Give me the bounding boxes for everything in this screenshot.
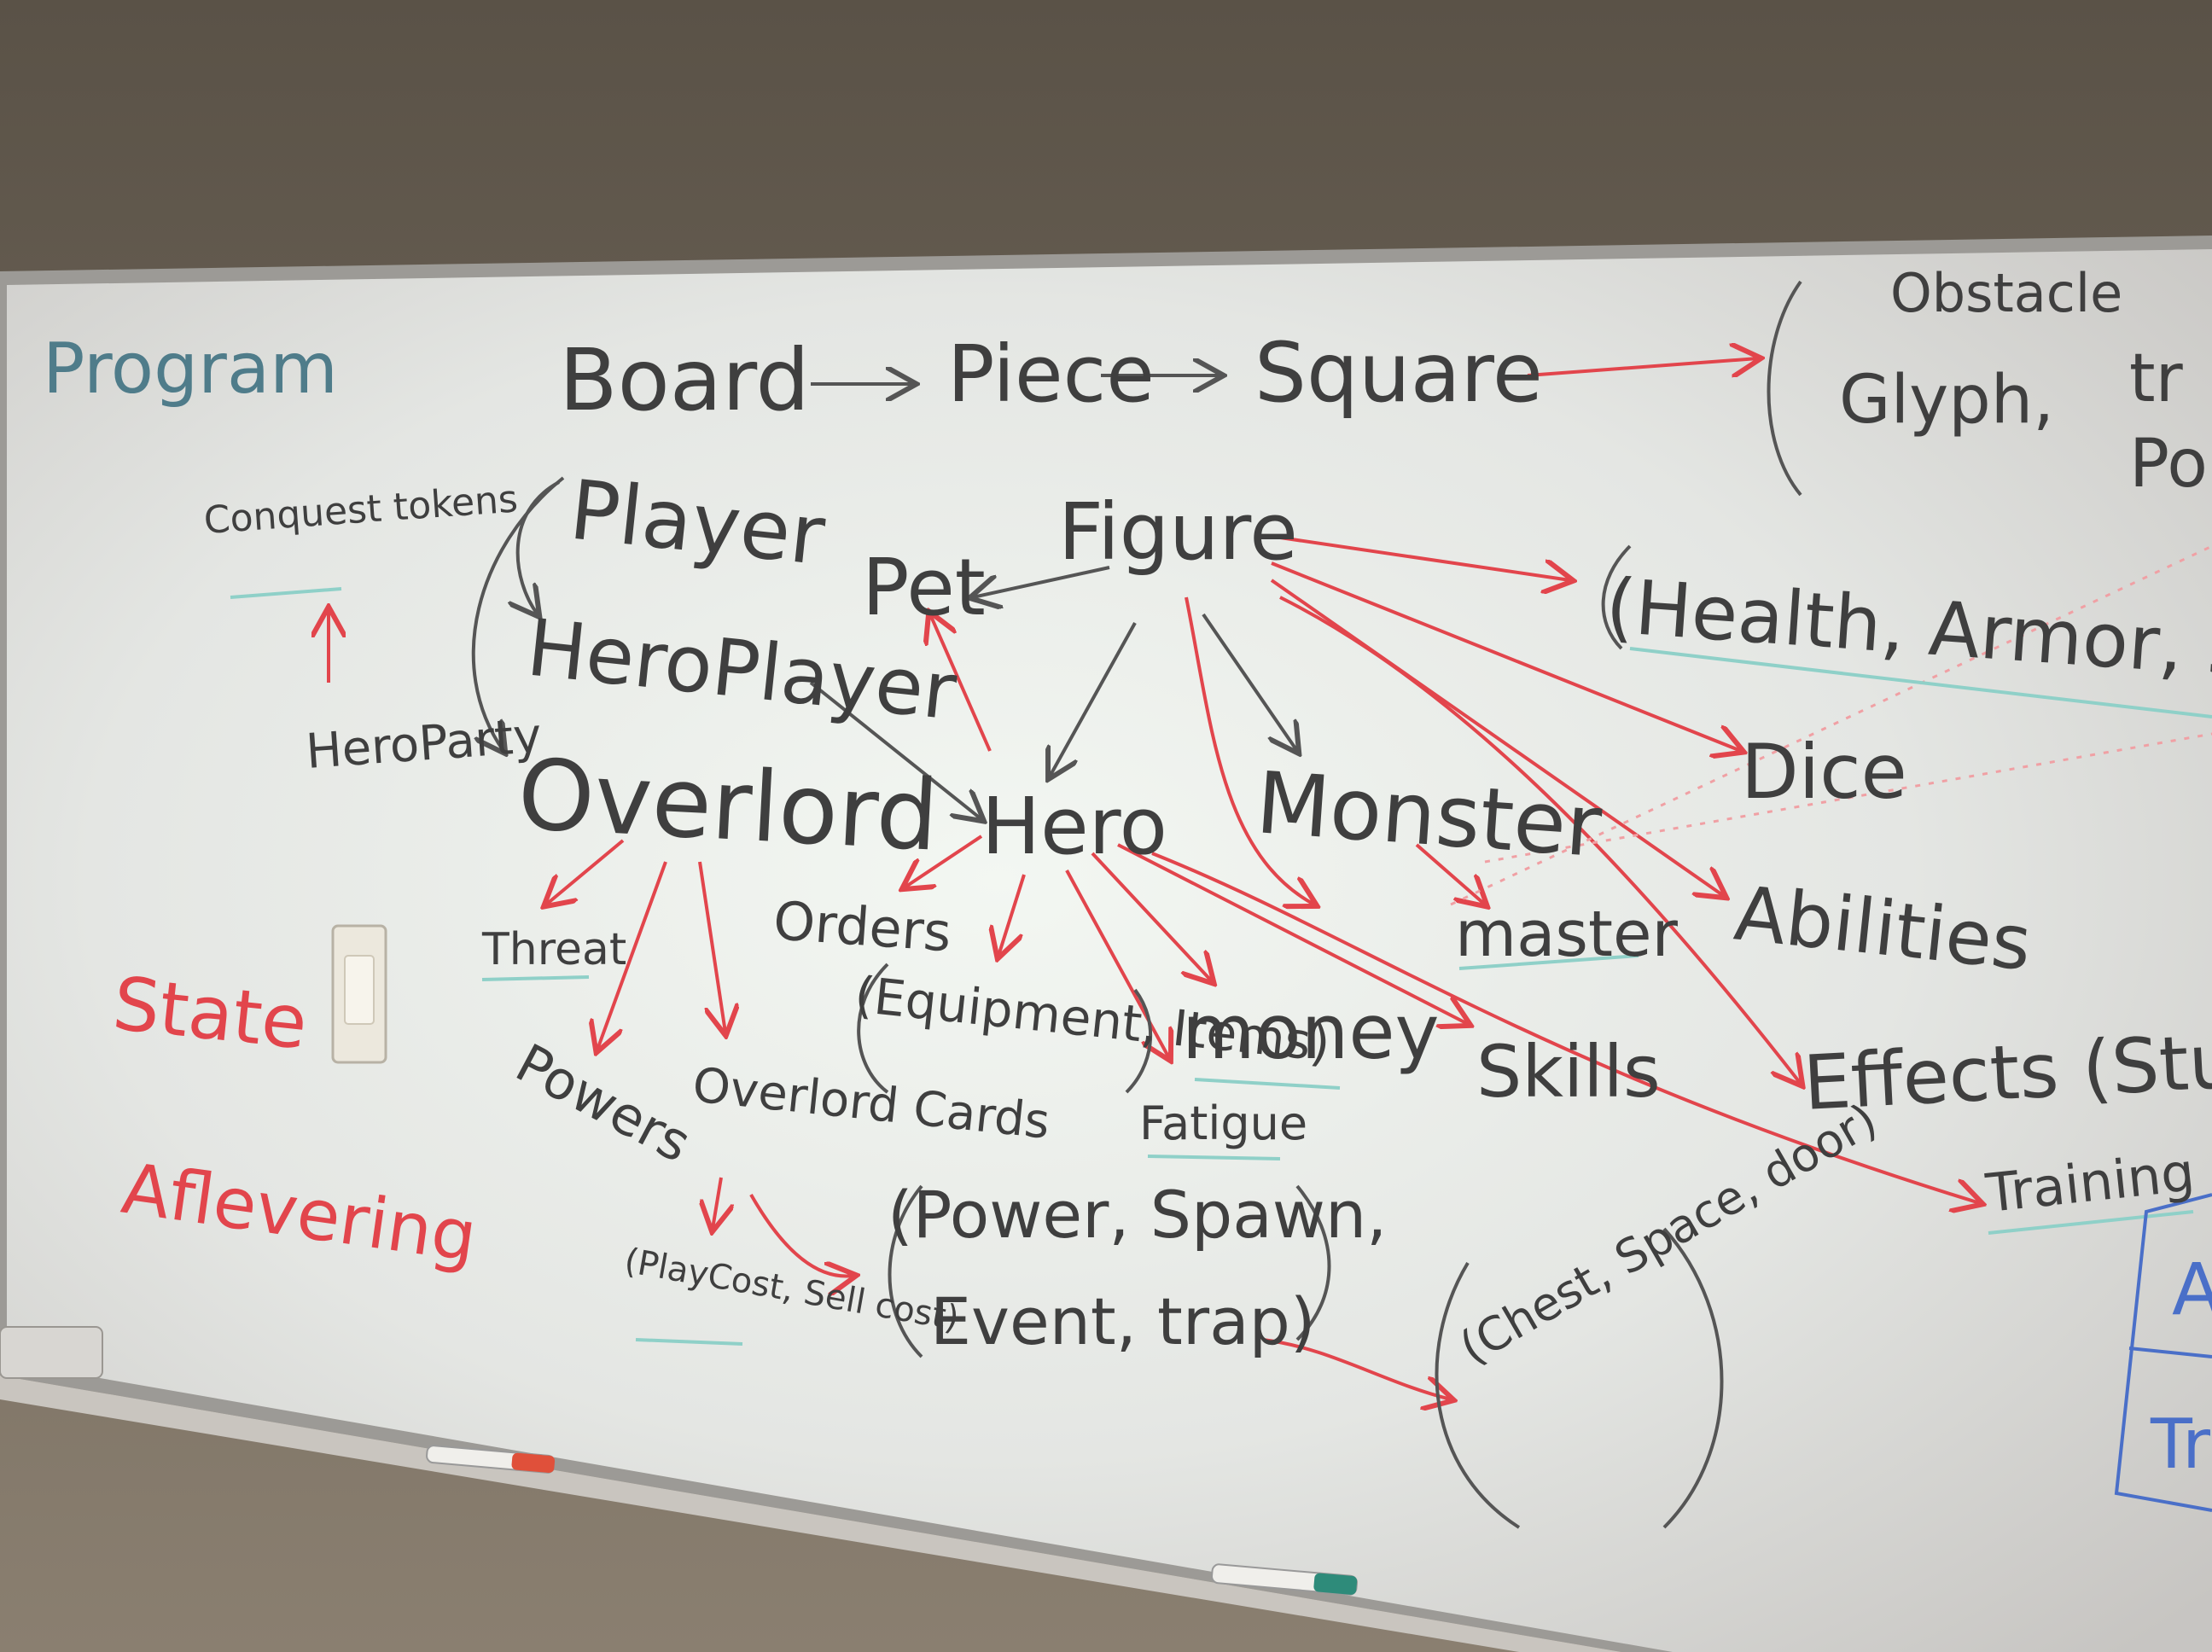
node-square-po: Po bbox=[2129, 426, 2208, 503]
node-square-tr: tr bbox=[2129, 340, 2184, 417]
marker-red-cap bbox=[511, 1452, 556, 1473]
red-arrows bbox=[329, 358, 1980, 1399]
faint-red-dotted-lines bbox=[1450, 544, 2212, 906]
node-blue-box-a: A bbox=[2172, 1248, 2212, 1331]
node-obstacle: Obstacle bbox=[1890, 262, 2122, 324]
brackets bbox=[857, 280, 1802, 1529]
node-pet: Pet bbox=[862, 542, 986, 633]
node-square: Square bbox=[1254, 325, 1543, 421]
node-hero: Hero bbox=[981, 781, 1167, 872]
node-orders: Orders bbox=[771, 889, 953, 963]
blue-box bbox=[2114, 1193, 2212, 1512]
node-effects: Effects (Stu bbox=[1802, 1017, 2212, 1127]
eraser bbox=[0, 1326, 103, 1379]
node-piece: Piece bbox=[947, 329, 1155, 420]
node-master: master bbox=[1455, 898, 1679, 971]
marker-teal-cap bbox=[1313, 1573, 1358, 1595]
node-card-types-line2: Event, trap) bbox=[930, 1283, 1316, 1359]
node-figure: Figure bbox=[1058, 486, 1298, 578]
node-board: Board bbox=[559, 330, 810, 430]
node-skills: Skills bbox=[1476, 1030, 1661, 1114]
light-switch-toggle bbox=[344, 955, 375, 1025]
node-monster: Monster bbox=[1253, 753, 1605, 876]
node-money: money bbox=[1182, 988, 1440, 1076]
label-state: State bbox=[109, 961, 311, 1066]
node-overlord: Overlord bbox=[515, 737, 941, 873]
node-blue-box-tr: Tr bbox=[2150, 1405, 2210, 1484]
black-arrows bbox=[471, 375, 1297, 819]
node-glyph: Glyph, bbox=[1839, 362, 2054, 439]
node-fatigue: Fatigue bbox=[1139, 1096, 1307, 1150]
teal-underlines bbox=[230, 587, 2212, 1346]
node-card-types-line1: (Power, Spawn, bbox=[888, 1177, 1387, 1253]
label-program: Program bbox=[43, 329, 338, 410]
node-threat: Threat bbox=[481, 924, 626, 975]
node-dice: Dice bbox=[1741, 728, 1907, 816]
